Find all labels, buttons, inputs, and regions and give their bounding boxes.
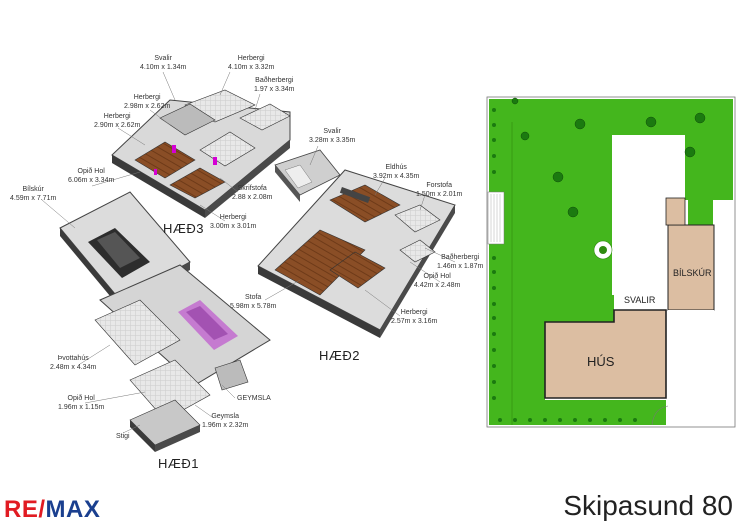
leader-lines xyxy=(41,71,456,434)
house-shape xyxy=(544,309,667,399)
floor-title-3: HÆÐ3 xyxy=(163,221,205,236)
floor-1-model xyxy=(59,191,271,452)
floor-title-2: HÆÐ2 xyxy=(319,348,361,363)
floor-title-1: HÆÐ1 xyxy=(158,456,200,471)
site-label-garage: BÍLSKÚR xyxy=(673,268,712,278)
site-plan xyxy=(486,96,736,428)
site-label-balcony: SVALIR xyxy=(624,295,656,305)
room-label-geymsla-upper: GEYMSLA xyxy=(237,395,271,402)
remax-logo: RE/MAX xyxy=(4,496,101,523)
floor-2-model xyxy=(257,149,456,338)
room-label-stigi: Stigi xyxy=(116,433,130,440)
site-label-house: HÚS xyxy=(587,354,615,369)
floor-3-model xyxy=(111,89,291,218)
property-address: Skipasund 80 xyxy=(563,490,733,521)
